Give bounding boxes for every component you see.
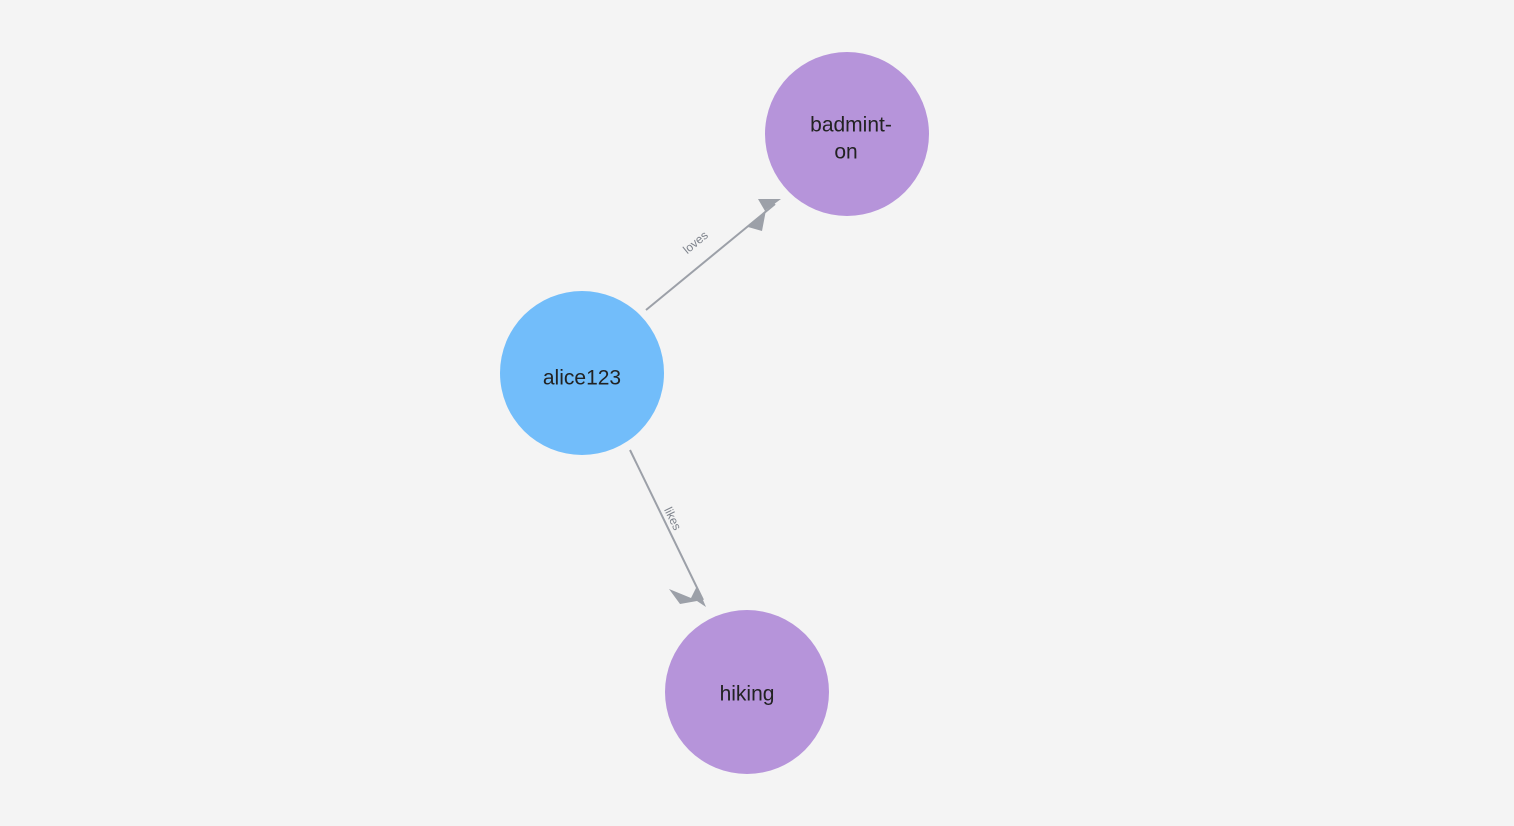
node-circle-alice123[interactable]: [500, 291, 664, 455]
edge-label-likes: likes: [661, 505, 684, 533]
graph-node-badminton[interactable]: badmint- on: [765, 52, 929, 216]
graph-node-alice123[interactable]: alice123: [500, 291, 664, 455]
node-circle-badminton[interactable]: [765, 52, 929, 216]
edge-arrowhead-likes: [669, 586, 706, 607]
graph-node-hiking[interactable]: hiking: [665, 610, 829, 774]
edge-arrowhead-loves: [748, 199, 781, 231]
edge-line-likes: [629, 449, 704, 601]
edge-label-loves: loves: [680, 228, 711, 257]
node-circle-hiking[interactable]: [665, 610, 829, 774]
edge-alice123-loves-badminton[interactable]: loves: [645, 199, 781, 311]
edge-line-loves: [645, 203, 776, 311]
edge-alice123-likes-hiking[interactable]: likes: [629, 449, 706, 607]
